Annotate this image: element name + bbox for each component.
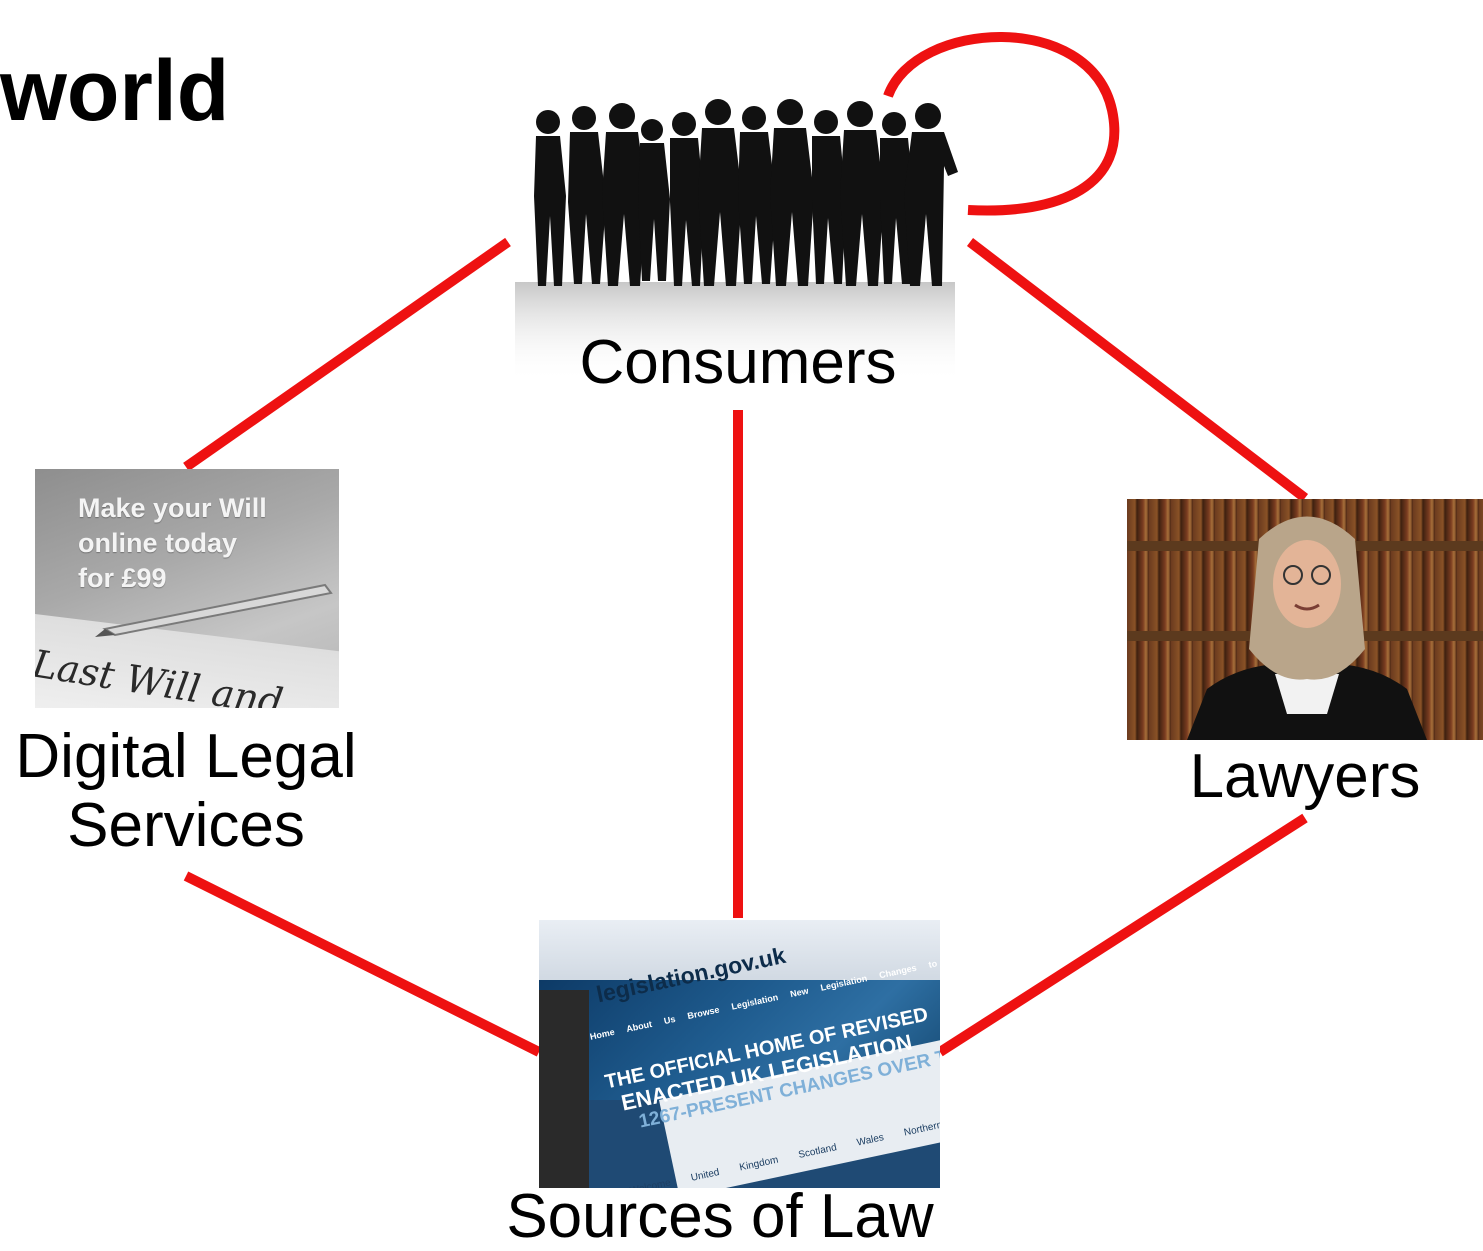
will-ad-text: Make your Will online today for £99 — [78, 493, 267, 594]
edge-consumers-self-loop — [883, 32, 1120, 216]
edge-consumers-lawyers — [966, 238, 1309, 502]
edge-lawyers-sources-of-law — [937, 813, 1308, 1057]
slide-title: world — [0, 43, 230, 139]
consumers-label: Consumers — [579, 328, 897, 397]
digital-legal-services-image: Last Will and Make your Will online toda… — [35, 469, 339, 708]
page-left-bar — [539, 990, 589, 1188]
edges — [183, 32, 1309, 1057]
sources-of-law-label: Sources of Law — [506, 1182, 934, 1251]
consumers-silhouette-icon — [515, 99, 958, 382]
judge-figure-icon — [1187, 516, 1427, 740]
edge-consumers-digital-legal-services — [183, 237, 511, 472]
edge-digital-legal-services-sources-of-law — [183, 871, 542, 1057]
digital-legal-services-label: Digital Legal Services — [0, 722, 372, 861]
digital-legal-services-label-line2: Services — [67, 791, 305, 861]
digital-legal-services-label-line1: Digital Legal — [15, 722, 357, 791]
sources-of-law-image: legislation.gov.uk Home About Us Browse … — [539, 920, 940, 1188]
lawyers-label: Lawyers — [1189, 742, 1421, 811]
lawyers-image — [1127, 499, 1483, 740]
pen-icon — [95, 583, 333, 637]
browser-header — [539, 920, 940, 990]
